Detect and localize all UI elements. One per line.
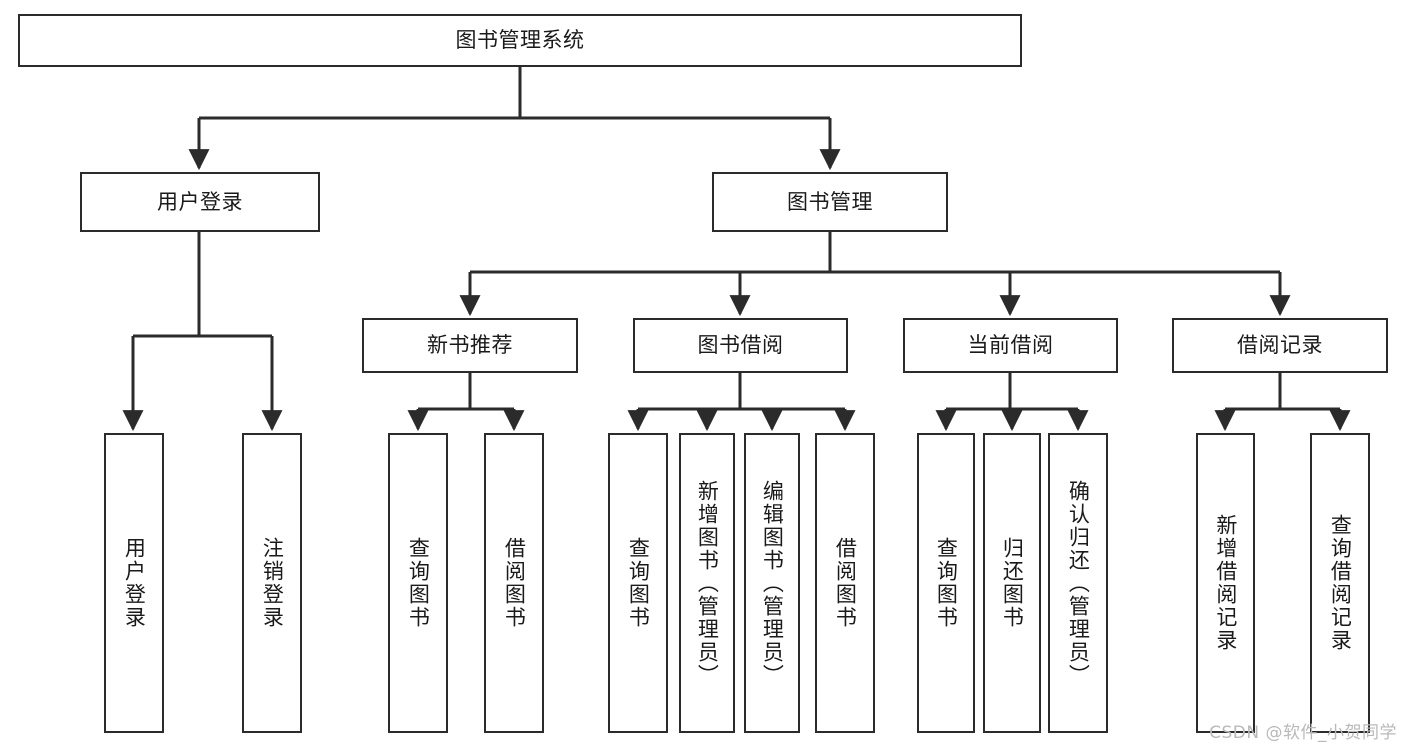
node-label: 查询图书 bbox=[406, 537, 431, 629]
node-leaf-query-borrow-record[interactable]: 查询借阅记录 bbox=[1310, 433, 1370, 733]
node-label: 当前借阅 bbox=[967, 333, 1054, 358]
node-leaf-add-borrow-record[interactable]: 新增借阅记录 bbox=[1196, 433, 1255, 733]
node-leaf-logout[interactable]: 注销登录 bbox=[242, 433, 302, 733]
node-label: 新增借阅记录 bbox=[1213, 514, 1238, 652]
node-label: 新增图书（管理员） bbox=[695, 479, 720, 687]
node-book-management[interactable]: 图书管理 bbox=[712, 172, 948, 232]
node-user-login[interactable]: 用户登录 bbox=[80, 172, 320, 232]
node-label: 用户登录 bbox=[157, 189, 243, 214]
node-label: 借阅图书 bbox=[833, 537, 858, 629]
node-label: 图书管理系统 bbox=[455, 28, 585, 53]
node-label: 新书推荐 bbox=[427, 333, 513, 358]
node-label: 借阅记录 bbox=[1237, 333, 1323, 358]
node-label: 图书借阅 bbox=[697, 333, 784, 358]
node-leaf-query-book-borrow[interactable]: 查询图书 bbox=[608, 433, 668, 733]
watermark-text: CSDN @软件_小贺同学 bbox=[1209, 723, 1397, 743]
node-label: 用户登录 bbox=[122, 537, 147, 629]
node-book-borrowing[interactable]: 图书借阅 bbox=[633, 318, 848, 373]
node-label: 确认归还（管理员） bbox=[1066, 479, 1091, 687]
node-leaf-confirm-return-admin[interactable]: 确认归还（管理员） bbox=[1048, 433, 1108, 733]
node-label: 归还图书 bbox=[1000, 537, 1025, 629]
node-root-book-management-system[interactable]: 图书管理系统 bbox=[18, 14, 1022, 67]
node-current-borrowing[interactable]: 当前借阅 bbox=[903, 318, 1118, 373]
node-borrowing-record[interactable]: 借阅记录 bbox=[1172, 318, 1388, 373]
node-label: 图书管理 bbox=[787, 189, 873, 214]
node-leaf-return-book[interactable]: 归还图书 bbox=[983, 433, 1041, 733]
node-leaf-borrow-book-new[interactable]: 借阅图书 bbox=[484, 433, 544, 733]
node-label: 注销登录 bbox=[260, 537, 285, 629]
node-leaf-edit-book-admin[interactable]: 编辑图书（管理员） bbox=[744, 433, 800, 733]
node-label: 查询借阅记录 bbox=[1328, 514, 1353, 652]
node-leaf-borrow-book[interactable]: 借阅图书 bbox=[815, 433, 875, 733]
node-new-book-recommendation[interactable]: 新书推荐 bbox=[362, 318, 578, 373]
node-leaf-query-book-new[interactable]: 查询图书 bbox=[388, 433, 448, 733]
node-leaf-query-book-current[interactable]: 查询图书 bbox=[917, 433, 975, 733]
node-label: 借阅图书 bbox=[502, 537, 527, 629]
node-leaf-user-login[interactable]: 用户登录 bbox=[104, 433, 164, 733]
node-leaf-add-book-admin[interactable]: 新增图书（管理员） bbox=[679, 433, 735, 733]
node-label: 编辑图书（管理员） bbox=[760, 479, 785, 687]
node-label: 查询图书 bbox=[626, 537, 651, 629]
node-label: 查询图书 bbox=[934, 537, 959, 629]
